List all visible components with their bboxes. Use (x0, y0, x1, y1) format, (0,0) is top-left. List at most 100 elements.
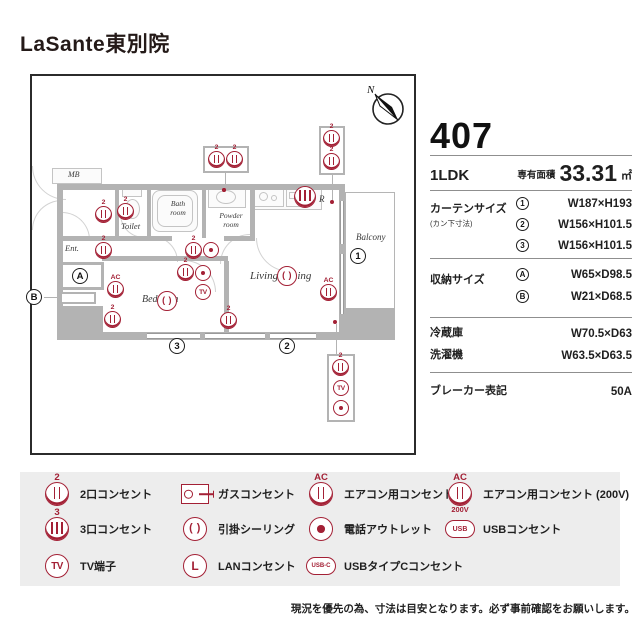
outlet-2-icon: 2 (220, 305, 237, 329)
storage-size-label: 収納サイズ (430, 274, 485, 286)
curtain-marker-3: 3 (516, 239, 529, 252)
wall (250, 184, 255, 241)
storage-size-value: W21×D68.5 (570, 290, 632, 303)
divider (430, 190, 632, 191)
compass-n-label: N (366, 84, 375, 96)
curtain-size-sublabel: (カン下寸法) (430, 219, 473, 228)
wall (147, 184, 151, 238)
disclaimer-note: 現況を優先の為、寸法は目安となります。必ず事前確認をお願いします。 (290, 603, 635, 615)
area-value: 33.31 (559, 160, 617, 187)
washer-value: W63.5×D63.5 (561, 350, 632, 362)
legend-item-lan: L LANコンセント (180, 552, 296, 580)
divider (430, 317, 632, 318)
sink-drain (271, 195, 277, 201)
window (205, 333, 265, 339)
storage-row: B W21×D68.5 (516, 290, 632, 303)
breaker-label: ブレーカー表記 (430, 385, 507, 397)
floor-plan: N MB Balcony Ent. Toil (26, 74, 416, 455)
wall (224, 236, 252, 241)
legend-label: 3口コンセント (80, 524, 153, 536)
room-label-balcony: Balcony (356, 232, 386, 242)
tv-terminal-icon: TV (333, 380, 349, 396)
curtain-marker-2: 2 (279, 338, 295, 354)
legend-item-phone: 電話アウトレット (306, 515, 432, 543)
layout-row: 1LDK 専有面積 33.31 ㎡ (430, 160, 632, 187)
legend-item-ceiling: 引掛シーリング (180, 515, 295, 543)
outlet-3-icon: 3 (45, 508, 69, 541)
outlet-2-icon: 2 (95, 199, 112, 223)
layout-type: 1LDK (430, 167, 470, 184)
wall (57, 332, 344, 340)
legend-label: エアコン用コンセント (344, 489, 454, 501)
wall (57, 184, 344, 190)
phone-outlet-icon (203, 242, 219, 258)
divider (430, 258, 632, 259)
window (340, 201, 344, 244)
breaker-row: ブレーカー表記 50A (430, 382, 632, 398)
curtain-size-value: W156×H101.5 (558, 239, 632, 252)
room-label-toilet: Toilet (121, 221, 141, 231)
room-label-bath: Bath room (170, 199, 186, 217)
ac-outlet-icon: AC (309, 473, 333, 506)
legend-label: USBタイプCコンセント (344, 561, 464, 573)
divider (430, 372, 632, 373)
leader-line (225, 173, 226, 190)
phone-outlet-icon (333, 400, 349, 416)
gas-outlet-icon (180, 483, 215, 505)
washer-label: 洗濯機 (430, 349, 463, 361)
tv-terminal-icon: TV (45, 554, 69, 578)
ac-outlet-icon: AC (320, 277, 337, 301)
area-label: 専有面積 (517, 170, 556, 181)
curtain-marker-1: 1 (350, 248, 366, 264)
closet-b (60, 292, 96, 304)
legend-item-tv: TV TV端子 (42, 552, 116, 580)
storage-row: A W65×D98.5 (516, 268, 632, 281)
ceiling-rose-icon (183, 517, 207, 541)
outlet-2-icon: 2 (104, 304, 121, 328)
outlet-2-icon: 2 (45, 473, 69, 506)
breaker-value: 50A (610, 386, 632, 398)
ac-outlet-icon: AC (107, 274, 124, 298)
curtain-size-label-group: カーテンサイズ (カン下寸法) (430, 200, 507, 229)
compass-icon: N (366, 84, 404, 125)
curtain-size-label: カーテンサイズ (430, 203, 507, 215)
window (270, 333, 316, 339)
wall (224, 261, 229, 334)
curtain-marker-3: 3 (169, 338, 185, 354)
outlet-2-icon: 2 (226, 144, 243, 168)
room-label-powder: Powder room (219, 211, 243, 229)
washer-row: 洗濯機 W63.5×D63.5 (430, 346, 632, 362)
leader-line (332, 175, 333, 201)
curtain-row: 3 W156×H101.5 (516, 239, 632, 252)
phone-outlet-icon (309, 517, 333, 541)
legend-label: USBコンセント (483, 524, 562, 536)
storage-marker-a: A (72, 268, 88, 284)
closet-a (60, 262, 104, 290)
window (340, 254, 344, 314)
legend-label: エアコン用コンセント (200V) (483, 489, 630, 501)
divider (430, 155, 632, 156)
legend-label: 2口コンセント (80, 489, 153, 501)
legend-item-usb: USB USBコンセント (445, 515, 561, 543)
lan-outlet-icon: L (183, 554, 207, 578)
room-label-mb: MB (68, 170, 80, 179)
legend-item-outlet-2: 2 2口コンセント (42, 473, 153, 508)
ceiling-rose-icon (157, 291, 177, 311)
curtain-size-value: W187×H193 (567, 197, 632, 210)
outlet-3-icon (294, 186, 316, 208)
area-unit: ㎡ (621, 170, 632, 182)
curtain-row: 2 W156×H101.5 (516, 218, 632, 231)
wall (202, 184, 206, 238)
curtain-marker-1: 1 (516, 197, 529, 210)
storage-size-value: W65×D98.5 (570, 268, 632, 281)
legend-label: TV端子 (80, 561, 117, 573)
room-label-entrance: Ent. (65, 243, 79, 253)
storage-marker-a: A (516, 268, 529, 281)
meter-box (52, 168, 102, 184)
ceiling-rose-icon (277, 266, 297, 286)
curtain-size-value: W156×H101.5 (558, 218, 632, 231)
outlet-2-icon: 2 (117, 196, 134, 220)
legend-label: LANコンセント (218, 561, 296, 573)
wall (102, 256, 228, 261)
